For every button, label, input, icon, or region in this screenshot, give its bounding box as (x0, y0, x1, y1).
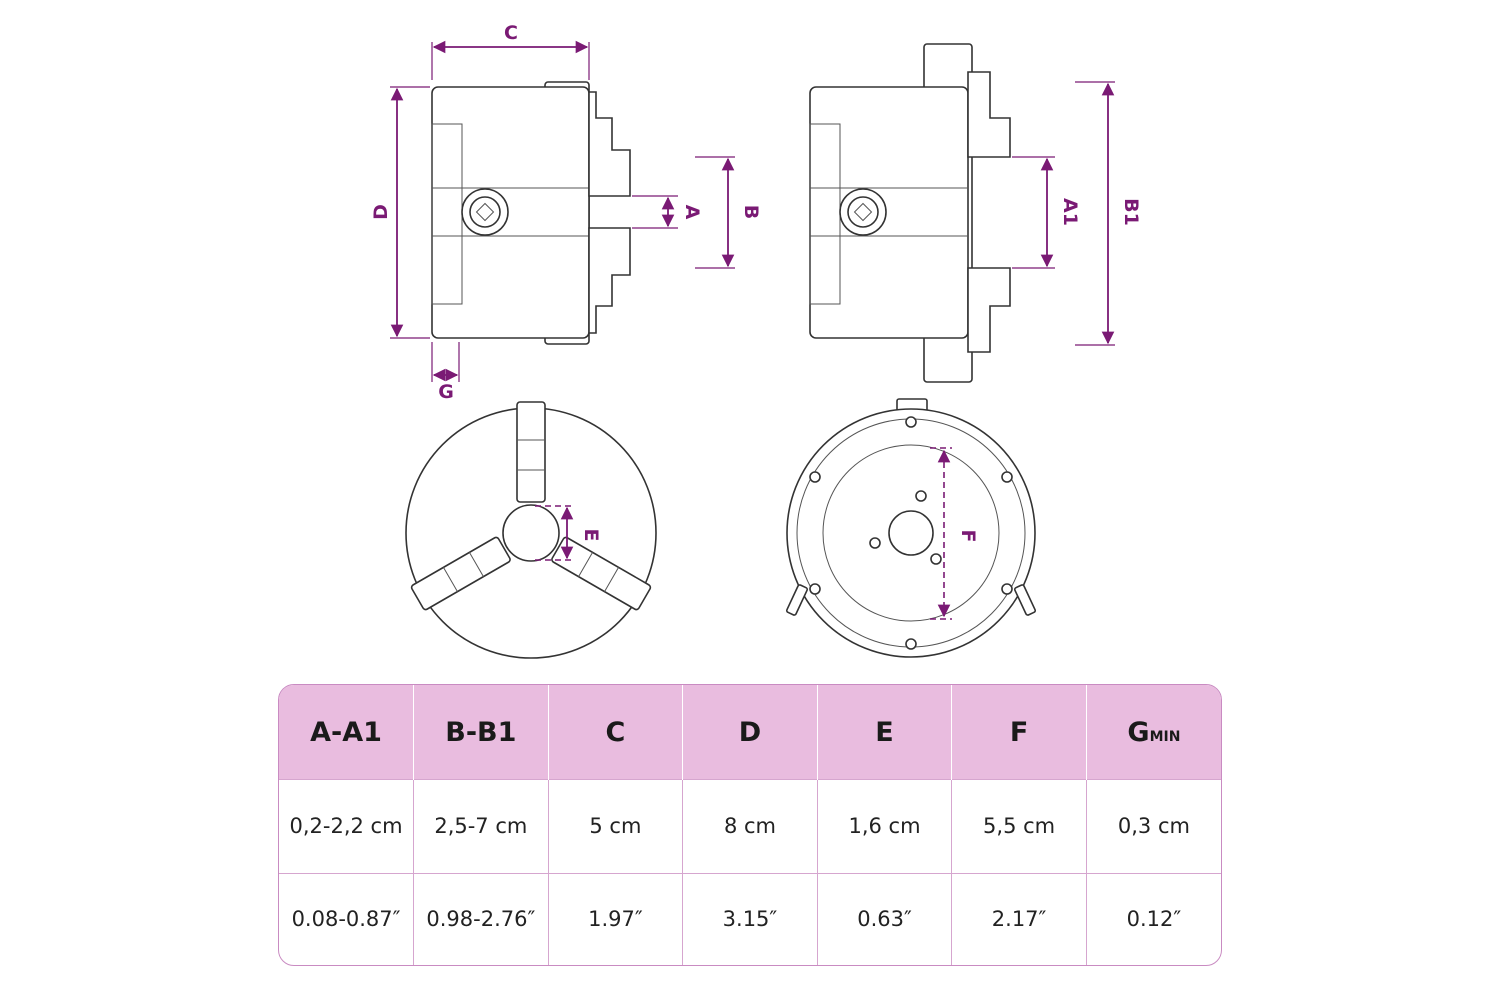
table-cell: 3.15″ (682, 872, 818, 965)
label-A: A (681, 205, 703, 220)
table-cell: 0.08-0.87″ (279, 872, 415, 965)
dim-A: A (632, 195, 703, 229)
header-d: D (682, 685, 818, 780)
table-row-inch: 0.08-0.87″ 0.98-2.76″ 1.97″ 3.15″ 0.63″ … (279, 872, 1221, 965)
table-cell: 2,5-7 cm (413, 779, 549, 874)
label-E: E (580, 529, 602, 542)
table-header-row: A-A1 B-B1 C D E F GMIN (279, 685, 1221, 780)
header-e: E (817, 685, 953, 780)
dimensions-table: A-A1 B-B1 C D E F GMIN 0,2-2,2 cm 2,5-7 … (278, 684, 1222, 966)
dim-E: E (535, 505, 602, 561)
dim-G: G (431, 342, 460, 403)
label-F: F (957, 530, 979, 543)
front-view-jaws (405, 401, 657, 659)
table-cell: 0.12″ (1086, 872, 1221, 965)
label-B: B (740, 205, 762, 219)
table-cell: 1.97″ (548, 872, 684, 965)
dim-C: C (431, 22, 590, 80)
table-cell: 0,2-2,2 cm (279, 779, 415, 874)
label-B1: B1 (1120, 198, 1142, 226)
table-cell: 0,3 cm (1086, 779, 1221, 874)
table-cell: 1,6 cm (817, 779, 953, 874)
side-view-external-jaws (809, 43, 1011, 383)
header-c: C (548, 685, 684, 780)
table-cell: 2.17″ (951, 872, 1087, 965)
mounting-screws (809, 416, 1013, 650)
back-view (785, 398, 1037, 658)
technical-drawing: C D A B G A1 (370, 22, 1142, 659)
side-view-internal-jaws (431, 81, 631, 345)
dim-B: B (695, 156, 762, 269)
table-cell: 5,5 cm (951, 779, 1087, 874)
header-b-b1: B-B1 (413, 685, 549, 780)
table-cell: 8 cm (682, 779, 818, 874)
table-cell: 0.98-2.76″ (413, 872, 549, 965)
label-G: G (438, 381, 454, 403)
dim-A1: A1 (1012, 156, 1081, 269)
label-D: D (370, 204, 392, 220)
dim-D: D (370, 86, 430, 339)
header-f: F (951, 685, 1087, 780)
table-cell: 5 cm (548, 779, 684, 874)
label-A1: A1 (1059, 198, 1081, 226)
table-row-cm: 0,2-2,2 cm 2,5-7 cm 5 cm 8 cm 1,6 cm 5,5… (279, 779, 1221, 874)
header-a-a1: A-A1 (279, 685, 415, 780)
label-C: C (504, 22, 518, 44)
header-g-min: GMIN (1086, 685, 1221, 780)
table-cell: 0.63″ (817, 872, 953, 965)
dim-F: F (930, 447, 979, 620)
dim-B1: B1 (1075, 81, 1142, 346)
